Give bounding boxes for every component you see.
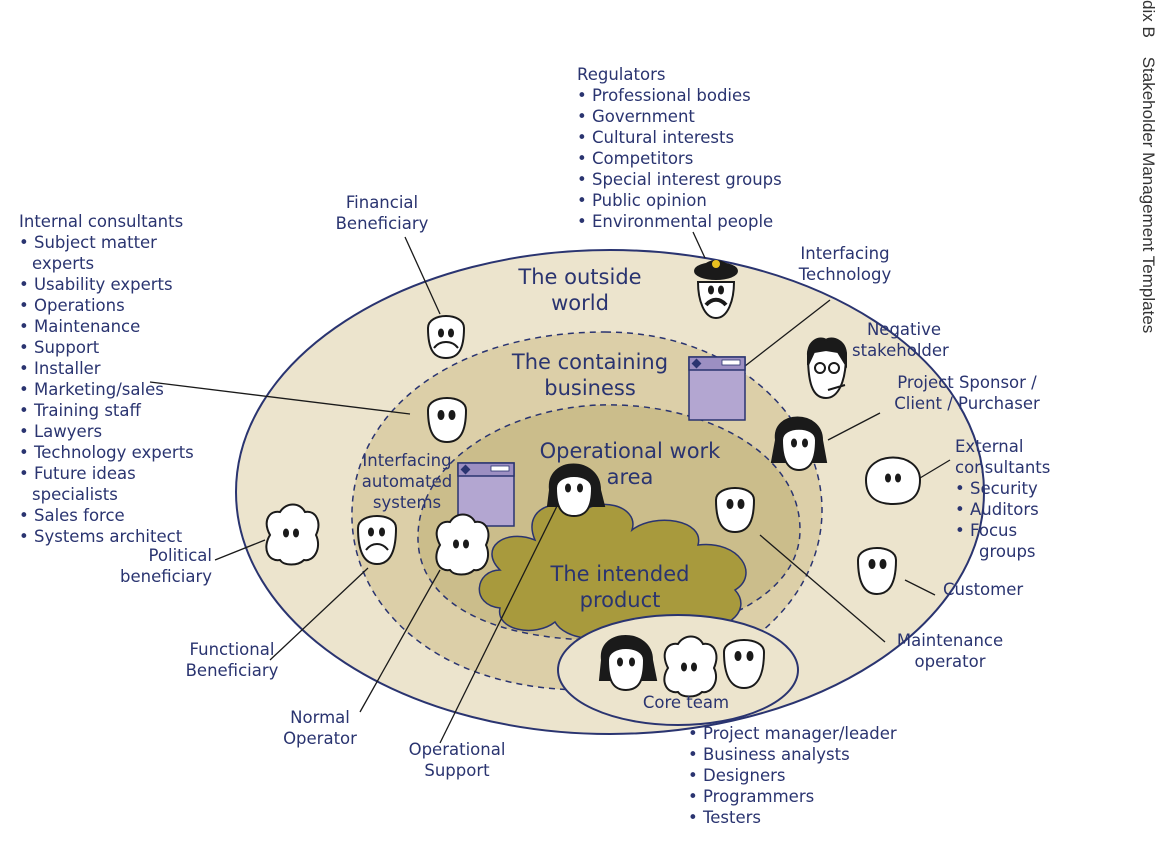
- intended-product-title: The intended product: [530, 561, 710, 613]
- operational-support-label: Operational Support: [408, 740, 506, 780]
- external-consultant-item: Auditors: [955, 499, 1050, 520]
- functional-beneficiary-face-icon: [356, 515, 398, 566]
- internal-consultant-item: Systems architect: [19, 526, 194, 547]
- regulator-face-icon: [694, 260, 738, 320]
- interfacing-technology-document: [688, 356, 746, 421]
- regulator-item: Competitors: [577, 148, 782, 169]
- internal-consultant-face-icon: [426, 397, 468, 444]
- internal-consultant-item: Maintenance: [19, 316, 194, 337]
- core-team-member-face-icon: [663, 635, 718, 698]
- normal-operator-label: Normal Operator: [283, 708, 357, 748]
- zone-title-line: Operational work: [539, 439, 721, 463]
- core-team-member-item: Business analysts: [688, 744, 897, 765]
- internal-consultants-title: Internal consultants: [19, 212, 184, 231]
- internal-consultant-item: Sales force: [19, 505, 194, 526]
- leader-line: [439, 499, 561, 744]
- internal-consultant-item: Installer: [19, 358, 194, 379]
- zone-title-line: The intended: [550, 562, 690, 586]
- internal-consultants-group: Internal consultants Subject matterexper…: [19, 211, 194, 547]
- page-running-header: dix B Stakeholder Management Templates: [1128, 0, 1158, 420]
- regulator-item: Special interest groups: [577, 169, 782, 190]
- zone-title-line: product: [579, 588, 661, 612]
- zone-title-line: business: [544, 376, 636, 400]
- core-team-member-item: Project manager/leader: [688, 723, 897, 744]
- regulators-title: Regulators: [577, 65, 666, 84]
- external-consultants-group: External consultants Security Auditors F…: [955, 436, 1050, 562]
- internal-consultant-item: Technology experts: [19, 442, 194, 463]
- core-team-members-list: Project manager/leader Business analysts…: [688, 723, 897, 828]
- regulators-group: Regulators Professional bodies Governmen…: [577, 64, 782, 232]
- zone-title-line: The outside: [518, 265, 642, 289]
- political-beneficiary-label: Political beneficiary: [120, 546, 212, 586]
- functional-beneficiary-label: Functional Beneficiary: [185, 640, 279, 680]
- leader-line: [759, 534, 886, 643]
- leader-line: [269, 567, 369, 661]
- negative-stakeholder-label: Negative stakeholder: [852, 320, 949, 360]
- leader-line: [214, 539, 266, 561]
- external-consultants-title: External: [955, 437, 1024, 456]
- leader-line: [404, 236, 441, 315]
- outside-world-title: The outside world: [500, 264, 660, 316]
- regulator-item: Environmental people: [577, 211, 782, 232]
- regulator-item: Government: [577, 106, 782, 127]
- internal-consultant-item: Operations: [19, 295, 194, 316]
- core-team-member-face-icon: [598, 635, 658, 692]
- internal-consultant-item: Lawyers: [19, 421, 194, 442]
- leader-line: [919, 459, 951, 479]
- interfacing-technology-label: Interfacing Technology: [798, 244, 892, 284]
- normal-operator-face-icon: [435, 513, 490, 576]
- internal-consultant-item: Support: [19, 337, 194, 358]
- chapter-title: Stakeholder Management Templates: [1139, 56, 1158, 334]
- regulator-item: Professional bodies: [577, 85, 782, 106]
- leader-line: [692, 231, 706, 259]
- core-team-title: Core team: [642, 693, 730, 712]
- financial-beneficiary-face-icon: [426, 315, 466, 360]
- negative-stakeholder-face-icon: [807, 337, 848, 400]
- maintenance-operator-face-icon: [714, 487, 756, 534]
- project-sponsor-label: Project Sponsor / Client / Purchaser: [894, 373, 1040, 413]
- leader-line: [827, 412, 881, 441]
- regulator-item: Cultural interests: [577, 127, 782, 148]
- political-beneficiary-face-icon: [265, 503, 320, 566]
- core-team-member-item: Designers: [688, 765, 897, 786]
- external-consultants-title: consultants: [955, 458, 1051, 477]
- leader-line: [359, 569, 441, 713]
- operational-work-area-title: Operational work area: [520, 438, 740, 490]
- zone-title-line: world: [551, 291, 609, 315]
- customer-face-icon: [856, 547, 898, 596]
- interfacing-automated-systems-label: Interfacing automated systems: [361, 451, 453, 512]
- maintenance-operator-label: Maintenance operator: [896, 631, 1004, 671]
- external-consultant-face-icon: [864, 456, 922, 506]
- project-sponsor-face-icon: [770, 416, 828, 472]
- financial-beneficiary-label: Financial Beneficiary: [335, 193, 429, 233]
- regulator-item: Public opinion: [577, 190, 782, 211]
- core-team-member-face-icon: [722, 639, 766, 690]
- core-team-member-item: Testers: [688, 807, 897, 828]
- appendix-label: dix B: [1139, 0, 1158, 38]
- customer-label: Customer: [943, 580, 1024, 599]
- leader-line: [904, 579, 936, 596]
- zone-title-line: The containing: [511, 350, 669, 374]
- core-team-member-item: Programmers: [688, 786, 897, 807]
- internal-consultant-item: Training staff: [19, 400, 194, 421]
- containing-business-title: The containing business: [490, 349, 690, 401]
- external-consultant-item: Security: [955, 478, 1050, 499]
- zone-title-line: area: [606, 465, 654, 489]
- operational-support-face-icon: [546, 463, 606, 518]
- internal-consultant-item: Usability experts: [19, 274, 194, 295]
- internal-consultant-item: Marketing/sales: [19, 379, 194, 400]
